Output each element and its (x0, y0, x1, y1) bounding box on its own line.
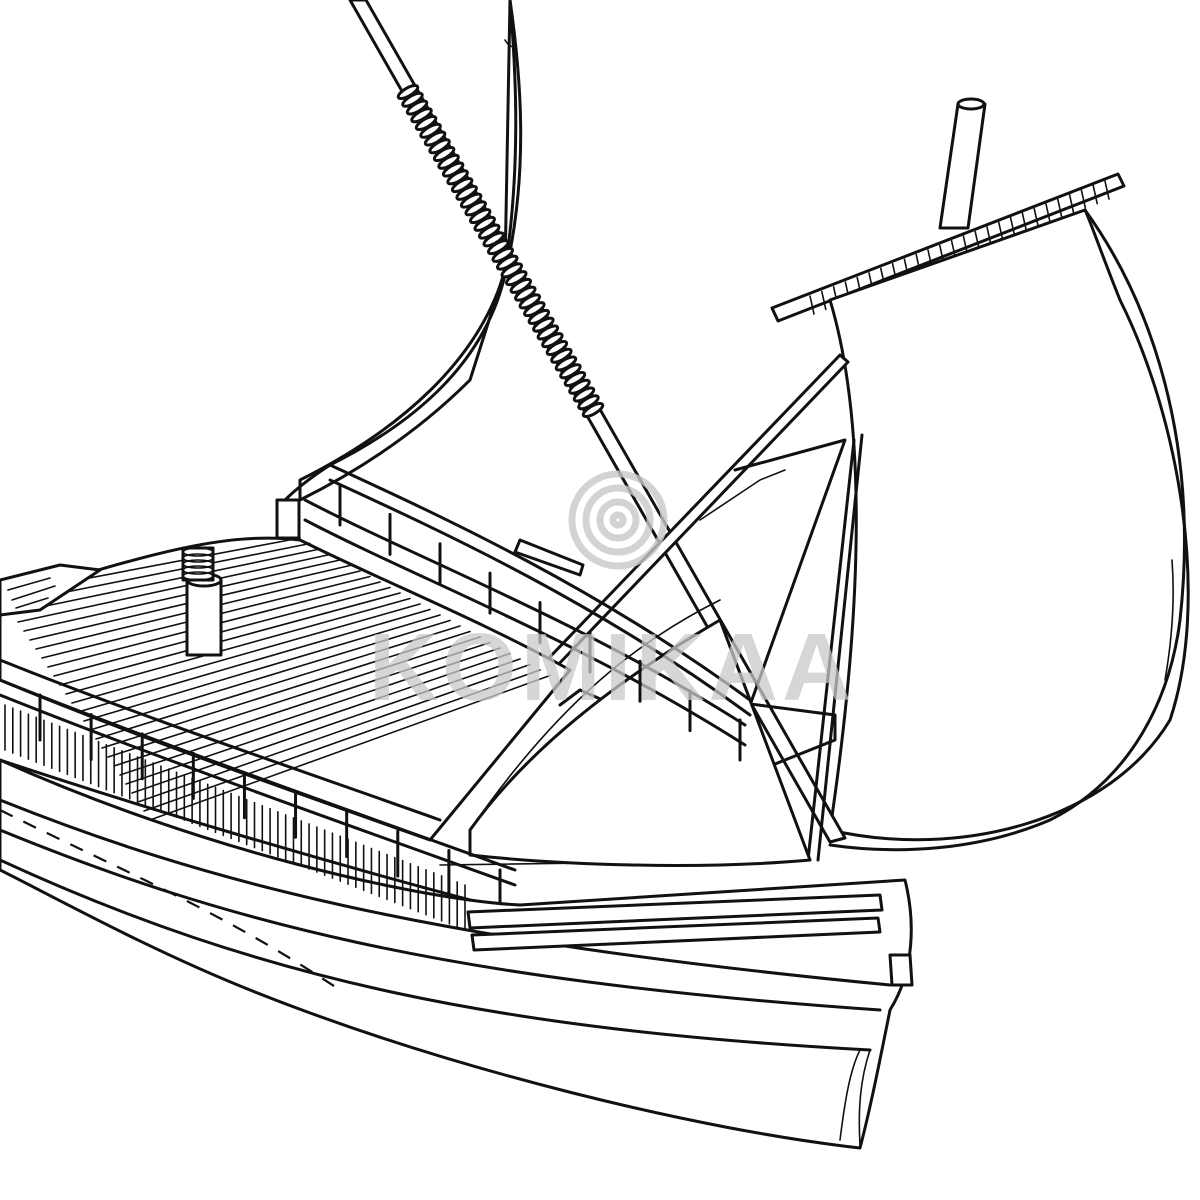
yard-ring (820, 290, 827, 311)
hull (0, 704, 914, 1150)
deck-plank (23, 559, 341, 632)
yard-ring (1080, 189, 1087, 209)
deck-plank (17, 553, 331, 623)
deck-plank (11, 548, 321, 614)
deck-plank (143, 669, 541, 812)
yard-ring (809, 295, 815, 315)
yard-ring (997, 221, 1004, 242)
deck-plank (125, 652, 511, 785)
foremast (938, 97, 987, 230)
mast-ring (182, 559, 214, 569)
deck-plank (101, 630, 471, 749)
yard-ring (1104, 180, 1110, 200)
near-railing (0, 678, 517, 917)
deck-plank (113, 641, 491, 767)
main-sail (283, 0, 523, 502)
deck-plank (65, 597, 411, 695)
yard-ring (1092, 184, 1098, 205)
fore-sail (828, 208, 1190, 852)
far-railing (303, 463, 752, 762)
deck-plank (77, 608, 431, 713)
mast-ring (182, 571, 214, 581)
deck-plank (119, 647, 501, 776)
rope-wrap (581, 402, 605, 418)
rope-coil (396, 84, 605, 418)
deck-plank (107, 636, 481, 758)
deck-plank (71, 603, 421, 704)
yard-ring (1033, 207, 1039, 228)
yard-ring (1068, 194, 1075, 214)
stern-cabin (0, 563, 102, 617)
yard-ring (1057, 198, 1063, 219)
deck-plank (83, 614, 441, 722)
watermark-text: KOMIKAA (369, 614, 856, 721)
mast-ring (182, 553, 214, 563)
yard-ring (1021, 212, 1028, 232)
deck-plank (149, 674, 551, 821)
deck (0, 536, 572, 842)
concentric-circles-icon (568, 470, 668, 570)
yard-ring (1045, 203, 1051, 223)
deck-plank (89, 619, 451, 731)
watermark: KOMIKAA (369, 470, 856, 721)
deck-plank (137, 663, 531, 803)
deck-plank (59, 592, 401, 686)
yard-ring (1009, 217, 1016, 237)
mast-ring (182, 565, 214, 575)
mast-ring (182, 547, 214, 557)
mast-base (181, 498, 301, 657)
